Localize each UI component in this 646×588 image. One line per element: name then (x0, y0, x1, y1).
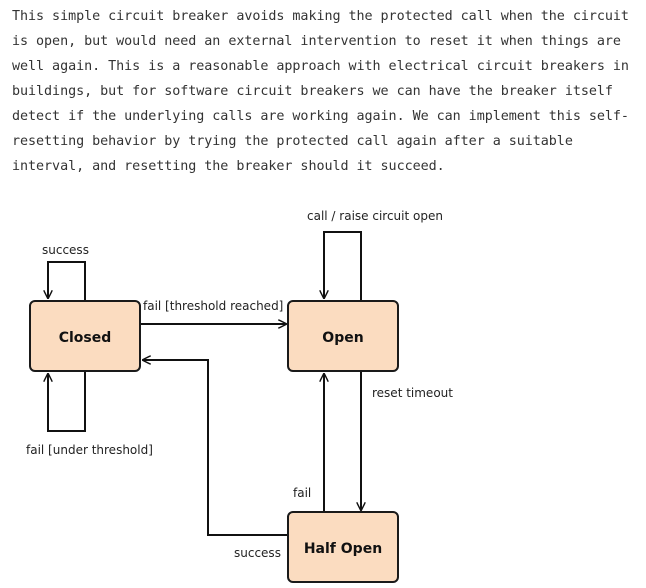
paragraph-line: well again. This is a reasonable approac… (12, 59, 629, 74)
paragraph-line: interval, and resetting the breaker shou… (12, 159, 445, 174)
open-self-loop-label: call / raise circuit open (307, 209, 443, 223)
half-open-fail-label: fail (293, 486, 311, 500)
state-open-box (287, 300, 399, 372)
paragraph-line: This simple circuit breaker avoids makin… (12, 9, 629, 24)
state-half-open: Half Open (287, 511, 399, 583)
state-closed-label: Closed (59, 330, 112, 346)
state-open: Open (287, 300, 399, 372)
state-open-label: Open (322, 330, 363, 346)
paragraph-line: detect if the underlying calls are worki… (12, 109, 629, 124)
closed-fail-loop-arrow (48, 372, 86, 432)
open-self-loop-arrow (324, 231, 362, 300)
half-open-success-label: success (234, 546, 281, 560)
article-paragraph: This simple circuit breaker avoids makin… (12, 4, 642, 179)
closed-fail-under-threshold-label: fail [under threshold] (26, 443, 153, 457)
state-half-open-label: Half Open (304, 541, 382, 557)
paragraph-line: buildings, but for software circuit brea… (12, 84, 613, 99)
state-closed-box (29, 300, 141, 372)
paragraph-line: resetting behavior by trying the protect… (12, 134, 573, 149)
closed-to-open-label: fail [threshold reached] (143, 299, 283, 313)
half-open-to-closed-arrow (143, 360, 287, 536)
paragraph-line: is open, but would need an external inte… (12, 34, 621, 49)
state-diagram: success fail [under threshold] fail [thr… (26, 209, 453, 583)
closed-success-loop-arrow (48, 261, 86, 300)
state-closed: Closed (29, 300, 141, 372)
closed-success-label: success (42, 243, 89, 257)
state-half-open-box (287, 511, 399, 583)
reset-timeout-label: reset timeout (372, 386, 453, 400)
